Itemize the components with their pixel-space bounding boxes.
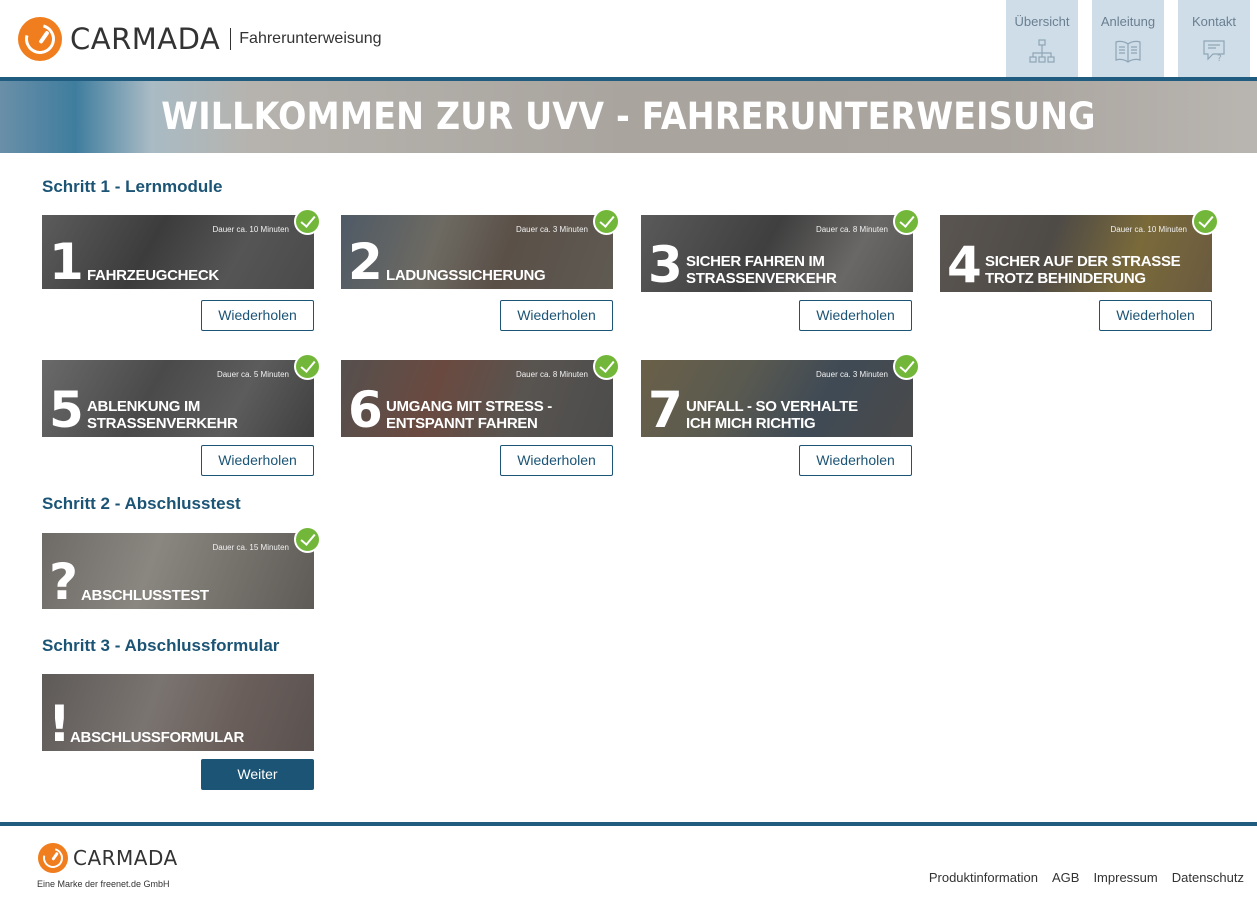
footer-link-produktinformation[interactable]: Produktinformation xyxy=(928,870,1038,885)
header: CARMADA Fahrerunterweisung Übersicht Anl… xyxy=(0,0,1257,77)
nav-kontakt[interactable]: Kontakt ? xyxy=(1178,0,1250,77)
completed-check-icon xyxy=(893,208,920,235)
module-duration: Dauer ca. 10 Minuten xyxy=(212,225,290,234)
sitemap-icon xyxy=(1029,39,1055,63)
footer-link-agb[interactable]: AGB xyxy=(1051,870,1080,885)
module-duration: Dauer ca. 3 Minuten xyxy=(515,225,588,234)
footer-link-impressum[interactable]: Impressum xyxy=(1093,870,1158,885)
module-title: UNFALL - SO VERHALTE ICH MICH RICHTIG xyxy=(686,397,858,432)
completed-check-icon xyxy=(893,353,920,380)
test-title: ABSCHLUSSTEST xyxy=(81,586,209,604)
form-symbol: ! xyxy=(48,695,71,753)
speedometer-logo-icon xyxy=(38,843,68,873)
module-card-2[interactable]: Dauer ca. 3 Minuten 2 LADUNGSSICHERUNG xyxy=(341,208,620,291)
completed-check-icon xyxy=(294,208,321,235)
brand-subtitle: Fahrerunterweisung xyxy=(239,30,382,47)
repeat-button-2[interactable]: Wiederholen xyxy=(500,300,613,331)
repeat-button-6[interactable]: Wiederholen xyxy=(500,445,613,476)
module-card-5[interactable]: Dauer ca. 5 Minuten 5 ABLENKUNG IM STRAS… xyxy=(42,353,321,439)
module-duration: Dauer ca. 3 Minuten xyxy=(815,370,888,379)
section-title-step3: Schritt 3 - Abschlussformular xyxy=(42,636,280,655)
footer-links: Produktinformation AGB Impressum Datensc… xyxy=(929,870,1244,885)
test-symbol: ? xyxy=(49,553,79,611)
final-test-card[interactable]: Dauer ca. 15 Minuten ? ABSCHLUSSTEST xyxy=(42,526,321,611)
module-title: SICHER AUF DER STRASSE TROTZ BEHINDERUNG xyxy=(985,252,1181,287)
completed-check-icon xyxy=(294,526,321,553)
module-card-3[interactable]: Dauer ca. 8 Minuten 3 SICHER FAHREN IM S… xyxy=(641,208,920,294)
section-title-step1: Schritt 1 - Lernmodule xyxy=(42,177,223,196)
book-icon xyxy=(1115,40,1141,63)
module-duration: Dauer ca. 8 Minuten xyxy=(815,225,888,234)
section-title-step2: Schritt 2 - Abschlusstest xyxy=(42,494,241,513)
nav-label: Übersicht xyxy=(1014,14,1070,29)
module-card-7[interactable]: Dauer ca. 3 Minuten 7 UNFALL - SO VERHAL… xyxy=(641,353,920,439)
page-title: WILLKOMMEN ZUR UVV - FAHRERUNTERWEISUNG xyxy=(161,95,1096,138)
nav-label: Anleitung xyxy=(1100,14,1156,29)
module-title: FAHRZEUGCHECK xyxy=(87,266,219,284)
repeat-button-5[interactable]: Wiederholen xyxy=(201,445,314,476)
nav-label: Kontakt xyxy=(1191,14,1237,29)
nav-anleitung[interactable]: Anleitung xyxy=(1092,0,1164,77)
continue-button[interactable]: Weiter xyxy=(201,759,314,790)
repeat-button-1[interactable]: Wiederholen xyxy=(201,300,314,331)
nav-uebersicht[interactable]: Übersicht xyxy=(1006,0,1078,77)
speedometer-logo-icon xyxy=(18,17,62,61)
module-title: SICHER FAHREN IM STRASSENVERKEHR xyxy=(686,252,837,287)
module-number: 1 xyxy=(49,233,84,291)
footer-logo[interactable]: CARMADA xyxy=(38,843,178,873)
repeat-button-3[interactable]: Wiederholen xyxy=(799,300,912,331)
module-card-6[interactable]: Dauer ca. 8 Minuten 6 UMGANG MIT STRESS … xyxy=(341,353,620,439)
logo-divider xyxy=(230,28,232,50)
hero-banner: WILLKOMMEN ZUR UVV - FAHRERUNTERWEISUNG xyxy=(0,77,1257,153)
completed-check-icon xyxy=(1192,208,1219,235)
footer-divider xyxy=(0,822,1257,826)
footer-tagline: Eine Marke der freenet.de GmbH xyxy=(37,879,170,889)
footer-brand-name: CARMADA xyxy=(73,846,178,870)
module-number: 6 xyxy=(348,381,383,439)
module-duration: Dauer ca. 10 Minuten xyxy=(1110,225,1188,234)
completed-check-icon xyxy=(593,208,620,235)
module-title: UMGANG MIT STRESS - ENTSPANNT FAHREN xyxy=(386,397,552,432)
completed-check-icon xyxy=(593,353,620,380)
module-card-4[interactable]: Dauer ca. 10 Minuten 4 SICHER AUF DER ST… xyxy=(940,208,1219,294)
module-duration: Dauer ca. 5 Minuten xyxy=(216,370,289,379)
module-title: LADUNGSSICHERUNG xyxy=(386,266,546,284)
module-number: 2 xyxy=(348,233,383,291)
module-card-1[interactable]: Dauer ca. 10 Minuten 1 FAHRZEUGCHECK xyxy=(42,208,321,291)
module-number: 5 xyxy=(49,381,84,439)
module-number: 3 xyxy=(648,236,683,294)
module-number: 4 xyxy=(947,236,982,294)
repeat-button-4[interactable]: Wiederholen xyxy=(1099,300,1212,331)
top-nav: Übersicht Anleitung Kontakt ? xyxy=(1006,0,1250,77)
repeat-button-7[interactable]: Wiederholen xyxy=(799,445,912,476)
chat-question-icon: ? xyxy=(1203,40,1225,63)
footer-link-datenschutz[interactable]: Datenschutz xyxy=(1171,870,1244,885)
module-number: 7 xyxy=(648,381,683,439)
brand-logo[interactable]: CARMADA Fahrerunterweisung xyxy=(18,17,382,61)
module-title: ABLENKUNG IM STRASSENVERKEHR xyxy=(87,397,238,432)
test-duration: Dauer ca. 15 Minuten xyxy=(212,543,290,552)
final-form-card[interactable]: ! ABSCHLUSSFORMULAR xyxy=(42,674,314,751)
brand-name: CARMADA xyxy=(70,22,221,56)
svg-text:?: ? xyxy=(1217,54,1222,63)
module-duration: Dauer ca. 8 Minuten xyxy=(515,370,588,379)
completed-check-icon xyxy=(294,353,321,380)
form-title: ABSCHLUSSFORMULAR xyxy=(70,728,245,746)
